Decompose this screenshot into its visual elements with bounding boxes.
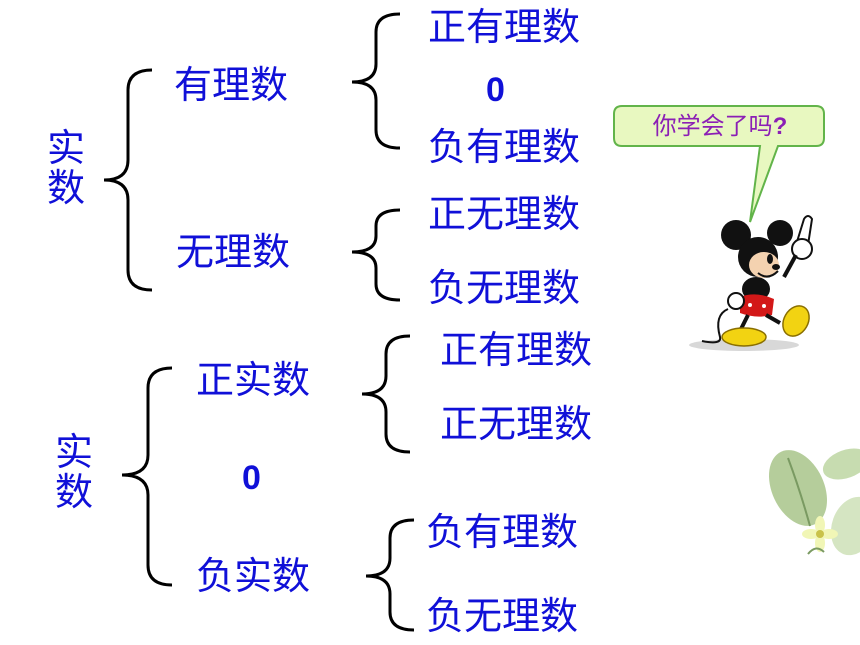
positive-irrational-leaf-2: 正无理数 — [440, 402, 593, 446]
irrational-label: 无理数 — [176, 230, 291, 274]
positive-rational-leaf-2: 正有理数 — [440, 328, 593, 372]
root-brace-1 — [103, 68, 153, 292]
negative-brace — [365, 518, 415, 632]
zero-label-2: 0 — [242, 459, 261, 497]
root-label-1: 实数 — [46, 126, 85, 210]
zero-leaf-1: 0 — [486, 71, 505, 109]
negative-real-label: 负实数 — [196, 554, 311, 598]
leaf-flower-decoration-icon — [768, 448, 860, 556]
irrational-brace — [351, 208, 401, 302]
root-brace-2 — [121, 366, 173, 587]
negative-irrational-leaf-2: 负无理数 — [426, 594, 579, 638]
positive-rational-leaf: 正有理数 — [428, 5, 581, 49]
negative-rational-leaf: 负有理数 — [428, 125, 581, 169]
rational-label: 有理数 — [174, 63, 289, 107]
negative-rational-leaf-2: 负有理数 — [426, 510, 579, 554]
positive-brace — [361, 334, 411, 454]
positive-irrational-leaf: 正无理数 — [428, 192, 581, 236]
cartoon-mouse-mascot-icon — [689, 215, 814, 351]
speech-bubble-text: 你学会了吗? — [652, 112, 788, 140]
negative-irrational-leaf: 负无理数 — [428, 266, 581, 310]
speech-bubble — [613, 105, 825, 223]
root-label-2: 实数 — [54, 430, 93, 514]
rational-brace — [351, 12, 401, 150]
positive-real-label: 正实数 — [196, 358, 311, 402]
